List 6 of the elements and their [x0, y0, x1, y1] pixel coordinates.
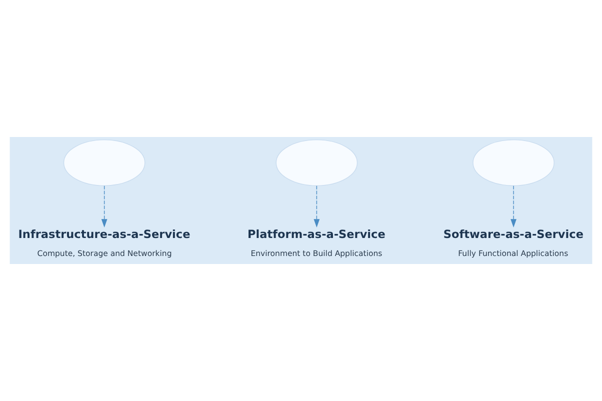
arrow [314, 186, 320, 228]
arrow [101, 186, 108, 228]
arrow [510, 186, 517, 228]
node-cloud [472, 139, 554, 186]
node-cloud [63, 139, 146, 186]
node-cloud [276, 139, 358, 186]
